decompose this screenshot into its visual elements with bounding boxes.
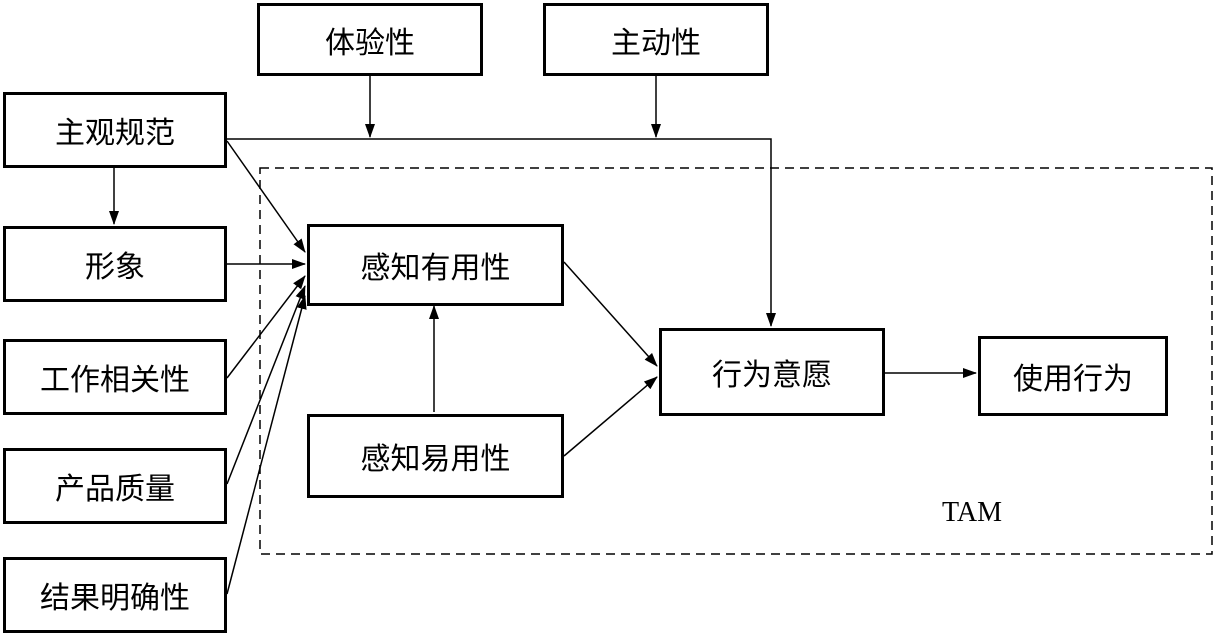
node-subjective-norm-label: 主观规范: [55, 116, 175, 151]
node-experience: 体验性: [257, 3, 483, 76]
node-output-quality-label: 产品质量: [55, 472, 175, 507]
node-job-relevance-label: 工作相关性: [40, 363, 190, 398]
node-initiative: 主动性: [543, 3, 769, 76]
arrow-norm-to-intention: [227, 138, 776, 327]
node-output-quality: 产品质量: [3, 448, 227, 524]
arrow-ease-to-intention: [563, 376, 658, 457]
arrow-output-quality-to-usefulness: [226, 285, 306, 485]
node-image-label: 形象: [85, 250, 145, 285]
node-usage-behavior: 使用行为: [978, 336, 1168, 416]
arrow-norm-to-usefulness: [226, 140, 306, 253]
arrow-result-demonstrability-to-usefulness: [226, 295, 307, 595]
node-perceived-usefulness: 感知有用性: [307, 224, 564, 306]
node-perceived-usefulness-label: 感知有用性: [360, 251, 511, 286]
tam-label: TAM: [942, 497, 1002, 528]
tam-boundary: [259, 167, 1213, 555]
node-initiative-label: 主动性: [611, 25, 701, 61]
node-experience-label: 体验性: [325, 25, 415, 61]
node-image: 形象: [3, 226, 227, 302]
arrow-job-relevance-to-usefulness: [226, 275, 306, 379]
node-job-relevance: 工作相关性: [3, 339, 227, 415]
node-result-demonstrability: 结果明确性: [3, 557, 227, 633]
node-usage-behavior-label: 使用行为: [1013, 362, 1133, 397]
node-intention-label: 行为意愿: [712, 358, 832, 393]
node-subjective-norm: 主观规范: [3, 92, 227, 168]
node-result-demonstrability-label: 结果明确性: [40, 581, 190, 616]
node-intention: 行为意愿: [659, 328, 885, 416]
node-perceived-ease-of-use-label: 感知易用性: [360, 442, 511, 477]
node-perceived-ease-of-use: 感知易用性: [307, 414, 564, 498]
arrow-usefulness-to-intention: [563, 261, 658, 367]
